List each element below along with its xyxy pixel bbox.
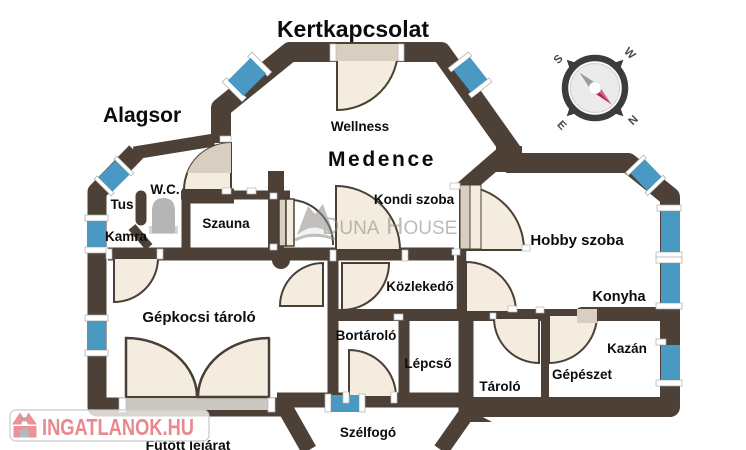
- svg-text:Szélfogó: Szélfogó: [340, 425, 396, 440]
- svg-text:Hobby szoba: Hobby szoba: [530, 232, 624, 249]
- svg-text:Kazán: Kazán: [607, 341, 647, 356]
- svg-text:Kertkapcsolat: Kertkapcsolat: [277, 16, 429, 42]
- svg-text:Medence: Medence: [328, 148, 436, 171]
- svg-text:INGATLANOK.HU: INGATLANOK.HU: [42, 414, 194, 440]
- svg-text:Konyha: Konyha: [592, 289, 646, 305]
- svg-text:Alagsor: Alagsor: [103, 104, 181, 127]
- svg-text:Gépészet: Gépészet: [552, 367, 613, 382]
- svg-text:Kondi szoba: Kondi szoba: [374, 192, 455, 207]
- svg-text:Gépkocsi tároló: Gépkocsi tároló: [142, 309, 255, 326]
- svg-text:DUNA HOUSE: DUNA HOUSE: [322, 213, 457, 240]
- svg-text:W.C.: W.C.: [150, 182, 179, 197]
- svg-text:Kamra: Kamra: [105, 229, 148, 244]
- svg-text:Lépcső: Lépcső: [404, 356, 451, 371]
- svg-text:Tus: Tus: [111, 197, 134, 212]
- svg-text:Tároló: Tároló: [479, 379, 520, 394]
- svg-text:Wellness: Wellness: [331, 119, 389, 134]
- svg-text:Szauna: Szauna: [202, 216, 250, 231]
- svg-text:Bortároló: Bortároló: [336, 328, 397, 343]
- svg-text:Közlekedő: Közlekedő: [386, 279, 454, 294]
